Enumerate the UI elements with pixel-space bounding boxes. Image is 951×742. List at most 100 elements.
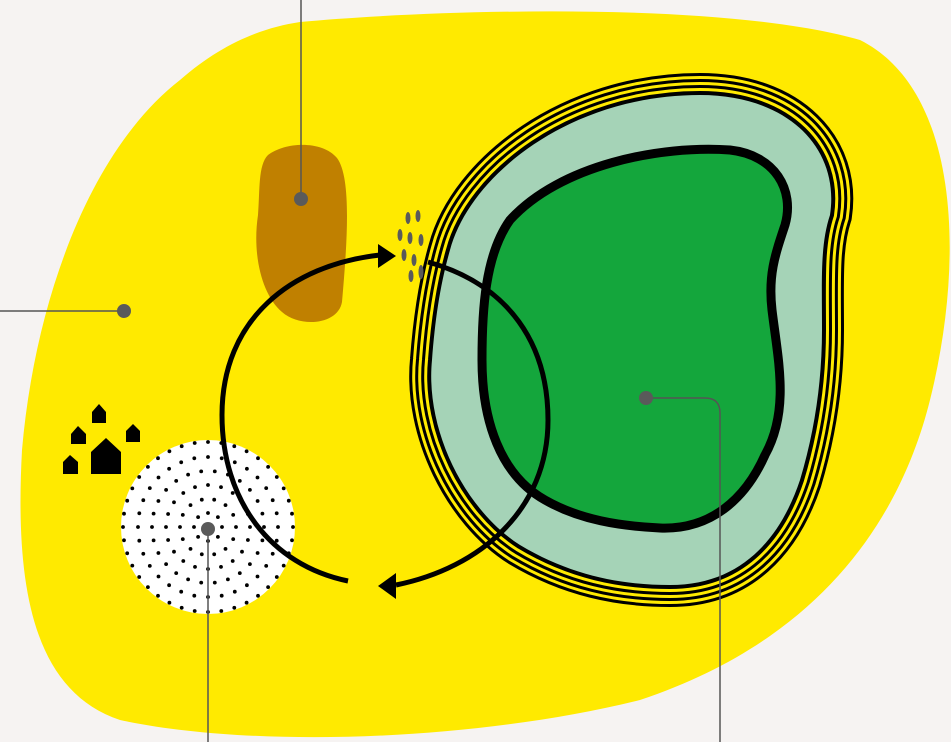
pattern-dot	[179, 460, 183, 464]
pattern-dot	[245, 449, 249, 453]
seed	[412, 254, 417, 266]
seed	[398, 229, 403, 241]
pattern-dot	[245, 601, 249, 605]
pattern-dot	[141, 552, 145, 556]
pattern-dot	[156, 594, 160, 598]
pattern-dot	[196, 515, 200, 519]
pattern-dot	[276, 525, 280, 529]
pattern-dot	[262, 525, 266, 529]
pattern-dot	[261, 539, 265, 543]
pattern-dot	[199, 581, 203, 585]
pattern-dot	[240, 550, 244, 554]
pattern-dot	[157, 551, 161, 555]
pattern-dot	[245, 583, 249, 587]
pattern-dot	[148, 486, 152, 490]
pattern-dot	[167, 467, 171, 471]
pattern-dot	[174, 479, 178, 483]
pattern-dot	[275, 511, 279, 515]
pattern-dot	[192, 594, 196, 598]
pattern-dot	[224, 547, 228, 551]
callout-dot-soil	[294, 192, 308, 206]
pattern-dot	[192, 456, 196, 460]
pattern-dot	[271, 498, 275, 502]
pattern-dot	[231, 537, 235, 541]
pattern-dot	[256, 575, 260, 579]
pattern-dot	[157, 499, 161, 503]
pattern-dot	[219, 485, 223, 489]
pattern-dot	[290, 512, 294, 516]
pattern-dot	[206, 455, 210, 459]
pattern-dot	[232, 444, 236, 448]
pattern-dot	[192, 525, 196, 529]
pattern-dot	[122, 512, 126, 516]
pattern-dot	[150, 525, 154, 529]
seed	[416, 210, 421, 222]
pattern-dot	[248, 562, 252, 566]
pattern-dot	[125, 499, 129, 503]
pattern-dot	[220, 525, 224, 529]
pattern-dot	[245, 467, 249, 471]
pattern-dot	[226, 578, 230, 582]
pattern-dot	[282, 564, 286, 568]
pattern-dot	[193, 441, 197, 445]
pattern-dot	[282, 487, 286, 491]
pattern-dot	[248, 488, 252, 492]
pattern-dot	[178, 525, 182, 529]
pattern-dot	[264, 486, 268, 490]
pattern-dot	[172, 550, 176, 554]
pattern-dot	[238, 571, 242, 575]
pattern-dot	[136, 525, 140, 529]
pattern-dot	[275, 475, 279, 479]
pattern-dot	[152, 512, 156, 516]
pattern-dot	[130, 487, 134, 491]
seed	[409, 270, 414, 282]
pattern-dot	[248, 525, 252, 529]
pattern-dot	[166, 512, 170, 516]
seed	[419, 265, 424, 279]
pattern-dot	[186, 578, 190, 582]
pattern-dot	[206, 511, 210, 515]
pattern-dot	[137, 511, 141, 515]
pattern-dot	[213, 470, 217, 474]
pattern-dot	[196, 535, 200, 539]
pattern-dot	[167, 583, 171, 587]
pattern-dot	[189, 547, 193, 551]
pattern-dot	[287, 499, 291, 503]
pattern-dot	[156, 456, 160, 460]
pattern-dot	[137, 475, 141, 479]
pattern-dot	[238, 479, 242, 483]
pattern-dot	[231, 491, 235, 495]
seed	[419, 234, 424, 246]
pattern-dot	[157, 476, 161, 480]
pattern-dot	[122, 538, 126, 542]
pattern-dot	[193, 565, 197, 569]
pattern-dot	[164, 525, 168, 529]
pattern-dot	[200, 498, 204, 502]
pattern-dot	[193, 485, 197, 489]
seed	[408, 232, 413, 244]
pattern-dot	[125, 551, 129, 555]
pattern-dot	[220, 456, 224, 460]
pattern-dot	[180, 444, 184, 448]
pattern-dot	[181, 491, 185, 495]
pattern-dot	[224, 503, 228, 507]
pattern-dot	[266, 585, 270, 589]
pattern-dot	[220, 594, 224, 598]
pattern-dot	[212, 552, 216, 556]
pattern-dot	[256, 499, 260, 503]
seed	[402, 249, 407, 261]
pattern-dot	[146, 465, 150, 469]
pattern-dot	[290, 538, 294, 542]
pattern-dot	[168, 601, 172, 605]
pattern-dot	[275, 575, 279, 579]
pattern-dot	[157, 575, 161, 579]
pattern-dot	[216, 515, 220, 519]
pattern-dot	[146, 585, 150, 589]
pattern-dot	[181, 513, 185, 517]
callout-dot-green-core	[639, 391, 653, 405]
pattern-dot	[186, 473, 190, 477]
pattern-dot	[189, 503, 193, 507]
pattern-dot	[266, 465, 270, 469]
pattern-dot	[216, 535, 220, 539]
